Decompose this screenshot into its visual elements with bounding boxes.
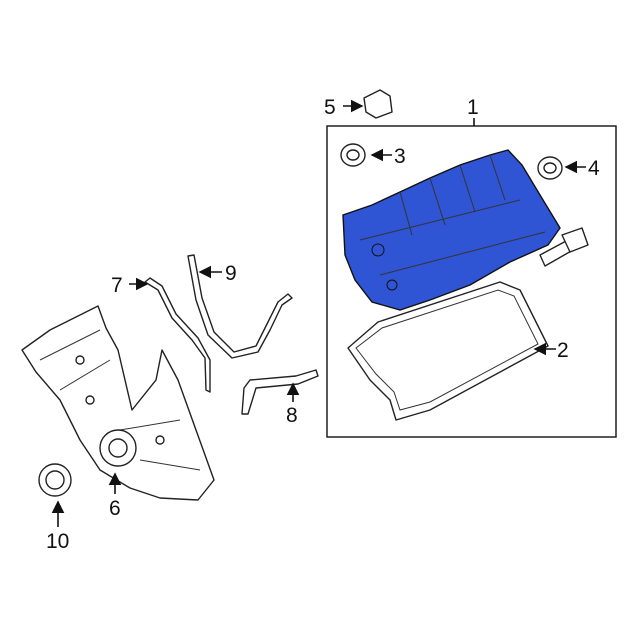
callout-9: 9 bbox=[225, 262, 237, 285]
valve-cover-part[interactable] bbox=[342, 149, 561, 311]
callout-10: 10 bbox=[46, 530, 69, 553]
callout-1: 1 bbox=[467, 96, 479, 119]
gasket-part-8[interactable] bbox=[241, 369, 319, 415]
callout-4: 4 bbox=[588, 157, 600, 180]
callout-2: 2 bbox=[557, 339, 569, 362]
seal-part-3[interactable] bbox=[340, 143, 366, 167]
gasket-part-7[interactable] bbox=[144, 277, 211, 393]
callout-3: 3 bbox=[394, 145, 406, 168]
timing-cover-part-6[interactable] bbox=[21, 305, 215, 501]
sensor-part-5[interactable] bbox=[363, 89, 393, 119]
gasket-part-9[interactable] bbox=[187, 254, 293, 359]
gasket-part-2[interactable] bbox=[347, 281, 549, 421]
callout-6: 6 bbox=[109, 497, 121, 520]
leader-lines bbox=[51, 99, 586, 527]
callout-5: 5 bbox=[324, 96, 336, 119]
assembly-box bbox=[326, 125, 617, 438]
bolt-part[interactable] bbox=[539, 227, 589, 267]
seal-part-4[interactable] bbox=[537, 156, 563, 180]
seal-part-10[interactable] bbox=[38, 463, 72, 497]
callout-7: 7 bbox=[111, 274, 123, 297]
callout-8: 8 bbox=[286, 404, 298, 427]
